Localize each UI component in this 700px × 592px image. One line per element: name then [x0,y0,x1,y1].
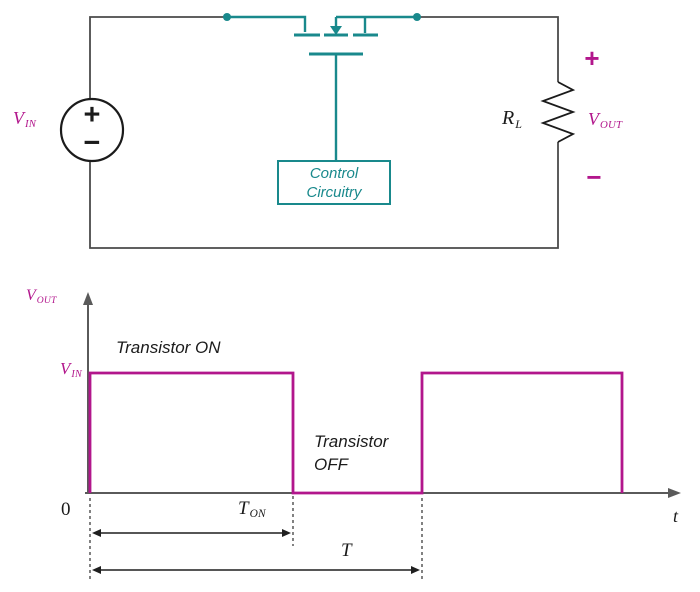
voltage-source-circle [59,97,125,163]
output-minus-sign: − [586,162,602,192]
transistor-off-annotation: Transistor OFF [314,430,388,476]
transistor-on-annotation: Transistor ON [116,338,221,357]
y-axis-arrow-icon [83,292,93,305]
control-circuitry-box [277,160,391,205]
output-plus-sign: + [584,43,600,73]
vout-waveform-plot [83,292,681,579]
period-label: T [341,540,352,561]
control-line1: Control [309,164,359,182]
circuit-schematic [59,13,576,249]
period-arrow-right-icon [411,566,420,574]
node-dot-right [413,13,421,21]
wire-bottom-loop [89,142,559,249]
load-resistor-label: RL [502,107,523,131]
origin-tick-label: 0 [61,499,71,520]
control-line2: Circuitry [306,183,362,201]
time-axis-label: t [673,506,679,526]
vin-level-label: VIN [60,359,82,381]
vin-source-label: VIN [13,108,37,131]
resistor-icon [540,81,576,143]
transistor-off-line1: Transistor [314,432,389,451]
waveform-y-axis-label: VOUT [26,287,57,306]
x-axis-arrow-icon [668,488,681,498]
source-minus-icon: − [83,127,101,159]
vout-label: VOUT [588,109,623,132]
transistor-off-line2: OFF [314,455,348,474]
control-circuitry-text: Control Circuitry [278,161,390,204]
node-dot-left [223,13,231,21]
vout-square-wave [88,371,624,495]
mosfet-source-lead [227,15,307,32]
ton-arrow-left-icon [92,529,101,537]
ton-label: TON [238,498,266,521]
period-arrow-left-icon [92,566,101,574]
wire-right-top [417,16,559,82]
source-plus-icon: + [83,99,101,131]
wire-left-top [89,16,227,99]
ton-arrow-right-icon [282,529,291,537]
mosfet-body-arrow-icon [330,26,342,35]
